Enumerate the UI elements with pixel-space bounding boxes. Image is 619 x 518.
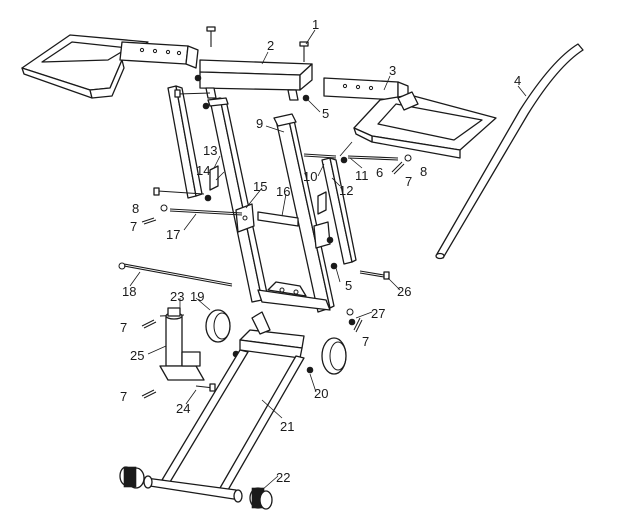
pins-and-rods — [123, 153, 399, 392]
callout-8-right: 8 — [420, 164, 427, 179]
callout-labels: 1 2 3 4 5 5 6 7 7 7 7 7 8 8 9 10 11 12 1… — [120, 17, 521, 485]
callout-15: 15 — [253, 179, 267, 194]
callout-10: 10 — [303, 169, 317, 184]
callout-8-left: 8 — [132, 201, 139, 216]
callout-9: 9 — [256, 116, 263, 131]
callout-2: 2 — [267, 38, 274, 53]
callout-6: 6 — [376, 165, 383, 180]
callout-4: 4 — [514, 73, 521, 88]
callout-11: 11 — [355, 168, 369, 183]
right-platform — [323, 77, 497, 159]
callout-24: 24 — [176, 401, 190, 416]
callout-14: 14 — [196, 163, 210, 178]
callout-7-left-upper: 7 — [130, 219, 137, 234]
callout-21: 21 — [280, 419, 294, 434]
nuts-and-washers — [118, 74, 412, 374]
callout-23: 23 — [170, 289, 184, 304]
callout-1: 1 — [312, 17, 319, 32]
cotter-pins — [141, 161, 405, 399]
bracket-14 — [209, 165, 327, 215]
top-bolts — [206, 26, 309, 62]
callout-22: 22 — [276, 470, 290, 485]
hydraulic-jack — [159, 307, 205, 381]
wheels — [205, 309, 347, 375]
callout-17: 17 — [166, 227, 180, 242]
callout-16: 16 — [276, 184, 290, 199]
callout-27: 27 — [371, 306, 385, 321]
callout-5-bottom: 5 — [345, 278, 352, 293]
callout-7-bottom-right: 7 — [362, 334, 369, 349]
callout-3: 3 — [389, 63, 396, 78]
callout-7-right: 7 — [405, 174, 412, 189]
callout-13: 13 — [203, 143, 217, 158]
handle-bar — [435, 43, 584, 260]
callout-12: 12 — [339, 183, 353, 198]
right-frame-leg — [273, 113, 335, 313]
rollers — [119, 466, 273, 510]
leader-lines — [129, 29, 527, 491]
callout-25: 25 — [130, 348, 144, 363]
right-outer-arm — [321, 157, 357, 265]
callout-18: 18 — [122, 284, 136, 299]
callout-26: 26 — [397, 284, 411, 299]
frame-crossbar — [257, 281, 331, 311]
left-platform — [21, 34, 199, 99]
center-beam — [199, 59, 313, 101]
link-plates — [235, 203, 331, 249]
left-outer-arm — [167, 85, 211, 199]
callout-7-left-lower: 7 — [120, 389, 127, 404]
callout-7-left-middle: 7 — [120, 320, 127, 335]
callout-20: 20 — [314, 386, 328, 401]
callout-5-top: 5 — [322, 106, 329, 121]
base-frame — [143, 311, 305, 503]
callout-19: 19 — [190, 289, 204, 304]
